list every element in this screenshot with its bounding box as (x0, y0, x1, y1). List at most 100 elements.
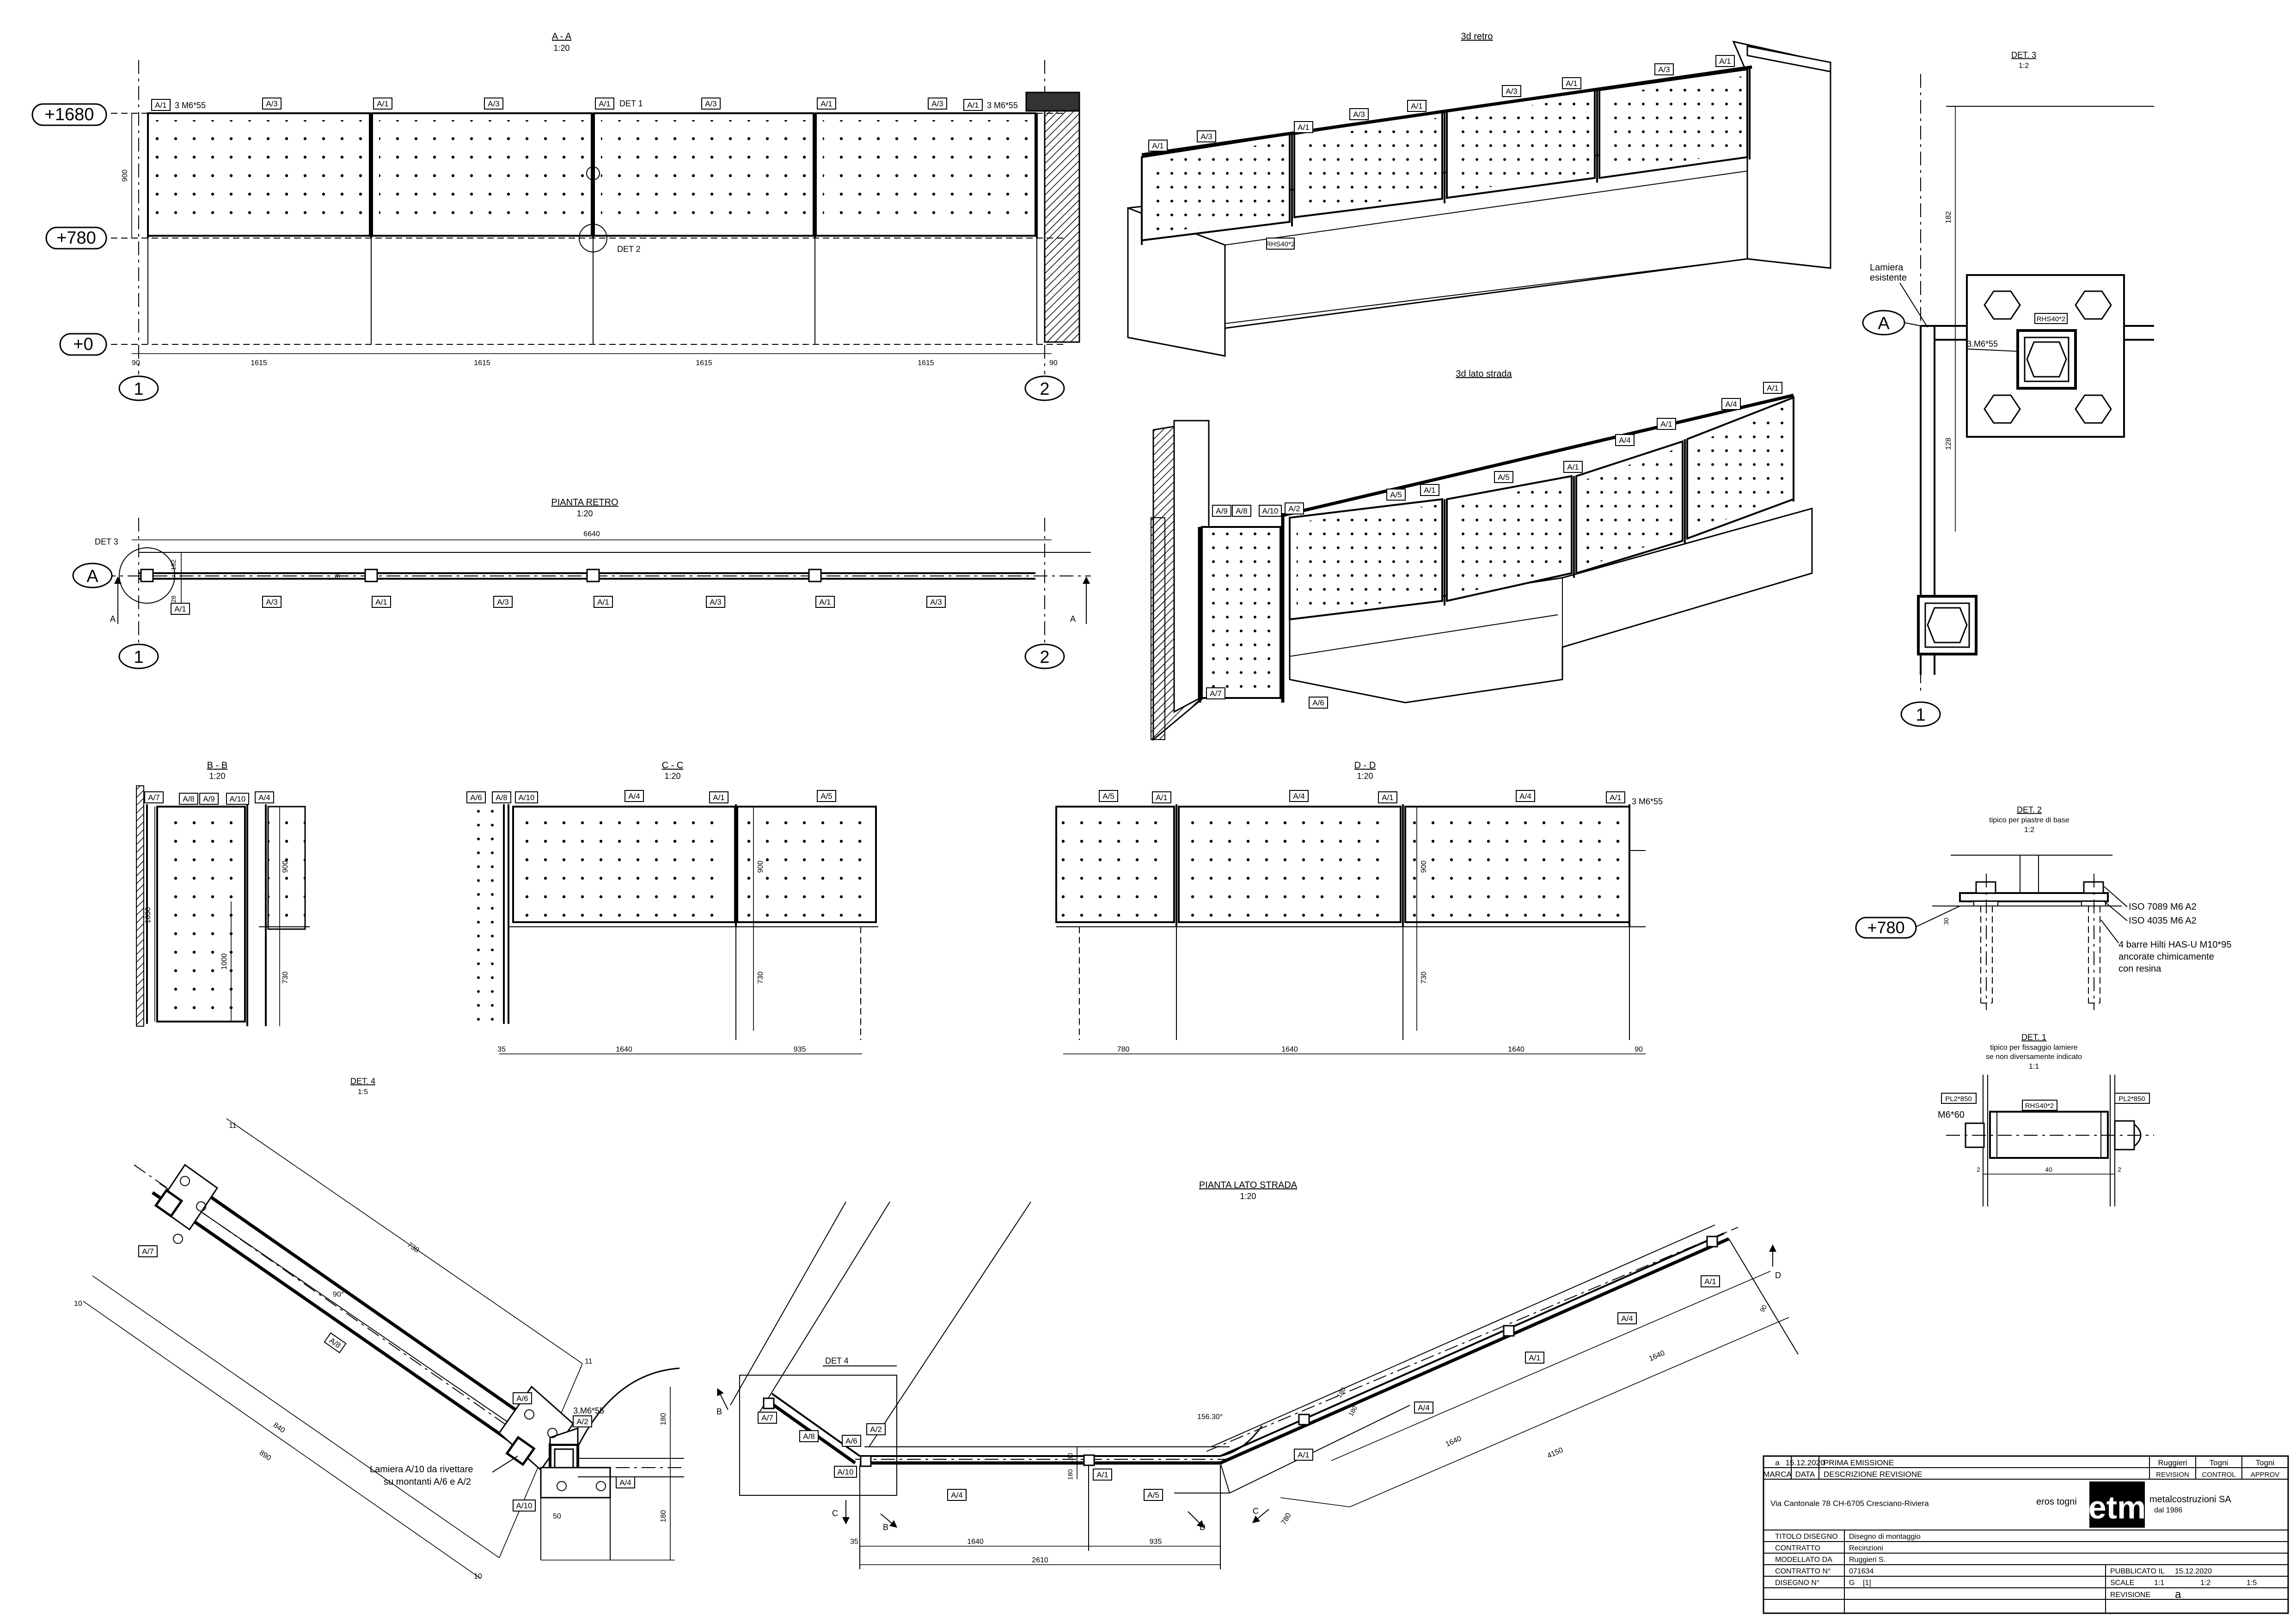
svg-text:A: A (110, 614, 116, 624)
view-section-aa: A - A 1:20 +1680 (31, 31, 1080, 401)
view-plan-retro: PIANTA RETRO 1:20 6640 DET 3 A A A 1 (72, 497, 1091, 669)
svg-text:A/6: A/6 (845, 1437, 857, 1445)
screw-note: 3.M6*55 (1967, 339, 1998, 349)
svg-text:1615: 1615 (474, 359, 490, 367)
part-tag: A/3 (1197, 130, 1216, 142)
svg-text:PL2*850: PL2*850 (2118, 1095, 2145, 1103)
svg-text:1: 1 (134, 648, 143, 667)
view-plan-lato-strada: PIANTA LATO STRADA 1:20 DET 4 (0, 0, 1799, 1569)
svg-text:900: 900 (1420, 861, 1428, 873)
note-rivet: Lamiera A/10 da rivettare (370, 1464, 473, 1475)
svg-text:A/5: A/5 (1498, 473, 1510, 482)
detail-ref: DET 4 (825, 1356, 849, 1365)
section-arrow-c: C (1252, 1506, 1269, 1524)
svg-text:A/1: A/1 (819, 598, 831, 606)
svg-text:A/8: A/8 (183, 795, 195, 803)
screw-note: M6*60 (1938, 1110, 1965, 1120)
note-iso-7089: ISO 7089 M6 A2 (2129, 902, 2197, 912)
svg-text:DISEGNO N°: DISEGNO N° (1775, 1579, 1819, 1587)
svg-text:2: 2 (2118, 1166, 2121, 1173)
view-detail-2: DET. 2 tipico per piastre di base 1:2 +7… (1855, 805, 2232, 1010)
svg-text:A/3: A/3 (488, 99, 500, 108)
view-subtitle: tipico per piastre di base (1989, 816, 2069, 824)
svg-text:TITOLO DISEGNO: TITOLO DISEGNO (1775, 1533, 1838, 1541)
svg-text:CONTRATTO: CONTRATTO (1775, 1544, 1820, 1552)
part-tag: A/1 (815, 596, 835, 608)
level-marker-mid: +780 (45, 226, 107, 250)
svg-text:A/4: A/4 (1293, 792, 1305, 801)
svg-text:10: 10 (474, 1573, 482, 1580)
view-subtitle: tipico per fissaggio lamiere (1990, 1044, 2078, 1052)
part-tag: RHS40*2 (2034, 313, 2068, 324)
svg-text:MARCA: MARCA (1763, 1470, 1792, 1479)
part-tag: A/1 (1763, 382, 1782, 394)
part-tag: A/10 (226, 793, 249, 805)
svg-text:1615: 1615 (918, 359, 934, 367)
detail-ref: DET 1 (619, 99, 643, 108)
svg-text:A/4: A/4 (1519, 792, 1531, 801)
svg-text:1640: 1640 (1508, 1046, 1525, 1053)
view-title: 3d lato strada (1456, 369, 1512, 379)
part-tag: A/1 (1562, 77, 1581, 89)
svg-text:180: 180 (1066, 1453, 1074, 1464)
part-tag: A/3 (926, 596, 946, 608)
svg-text:90: 90 (1049, 359, 1058, 367)
axis-bubble-1: 1 (118, 375, 159, 401)
view-title: DET. 4 (350, 1077, 375, 1086)
svg-text:11: 11 (585, 1358, 593, 1365)
part-tag: A/10 (834, 1466, 857, 1478)
plan-post (1083, 1454, 1095, 1466)
brand-name: eros togni (2036, 1497, 2077, 1507)
svg-text:50: 50 (553, 1512, 561, 1520)
view-title: C - C (662, 760, 684, 771)
part-tag: A/4 (1615, 434, 1635, 446)
svg-text:30: 30 (334, 572, 341, 579)
part-tag: A/4 (1289, 790, 1309, 802)
level-marker-zero: +0 (59, 333, 107, 356)
svg-text:A/10: A/10 (230, 795, 246, 803)
screw-note: 3 M6*55 (1632, 797, 1663, 806)
plan-post (364, 569, 378, 582)
part-tag: A/1 (1152, 791, 1171, 803)
svg-text:C: C (832, 1509, 838, 1518)
part-tag: A/5 (1494, 471, 1513, 483)
part-tag: A/8 (799, 1430, 819, 1442)
svg-text:182: 182 (170, 559, 177, 570)
svg-text:A: A (86, 567, 98, 586)
svg-text:A/4: A/4 (1725, 400, 1737, 409)
svg-text:A/1: A/1 (375, 598, 387, 606)
part-tag: A/4 (625, 790, 644, 802)
section-arrow-d: D (1188, 1511, 1206, 1532)
part-tag: RHS40*2 (1266, 238, 1295, 250)
svg-text:Recinzioni: Recinzioni (1849, 1544, 1883, 1552)
part-tag: A/6 (842, 1435, 861, 1447)
svg-text:B: B (883, 1523, 888, 1532)
note-esistente: esistente (1870, 273, 1907, 283)
svg-text:SCALE: SCALE (2110, 1579, 2134, 1587)
svg-text:2: 2 (1040, 648, 1049, 667)
svg-text:2: 2 (1977, 1166, 1980, 1173)
svg-text:A/2: A/2 (576, 1417, 588, 1426)
part-tag: A/1 (1657, 418, 1676, 430)
view-title: DET. 2 (2017, 805, 2042, 814)
view-scale: 1:20 (553, 43, 569, 53)
section-arrow-d: D (1769, 1244, 1781, 1280)
svg-text:2: 2 (1040, 379, 1049, 399)
svg-text:1: 1 (134, 379, 143, 399)
angle-label: 90° (333, 1291, 344, 1298)
part-tag: A/3 (1502, 85, 1521, 97)
svg-text:A/3: A/3 (1506, 87, 1518, 96)
svg-text:2610: 2610 (1032, 1556, 1048, 1564)
part-tag: A/1 (1420, 484, 1439, 496)
svg-text:730: 730 (757, 972, 765, 984)
part-tag: A/10 (1259, 505, 1282, 517)
view-title: DET. 1 (2021, 1033, 2046, 1042)
svg-text:A/10: A/10 (519, 793, 535, 802)
svg-text:90: 90 (1758, 1304, 1769, 1314)
svg-text:180: 180 (660, 1413, 667, 1426)
svg-text:A/1: A/1 (713, 793, 725, 802)
svg-text:A/3: A/3 (705, 99, 717, 108)
title-block: a 15.12.2020 PRIMA EMISSIONE Ruggieri To… (1763, 1455, 2289, 1614)
part-tag: A/1 (1407, 100, 1427, 112)
